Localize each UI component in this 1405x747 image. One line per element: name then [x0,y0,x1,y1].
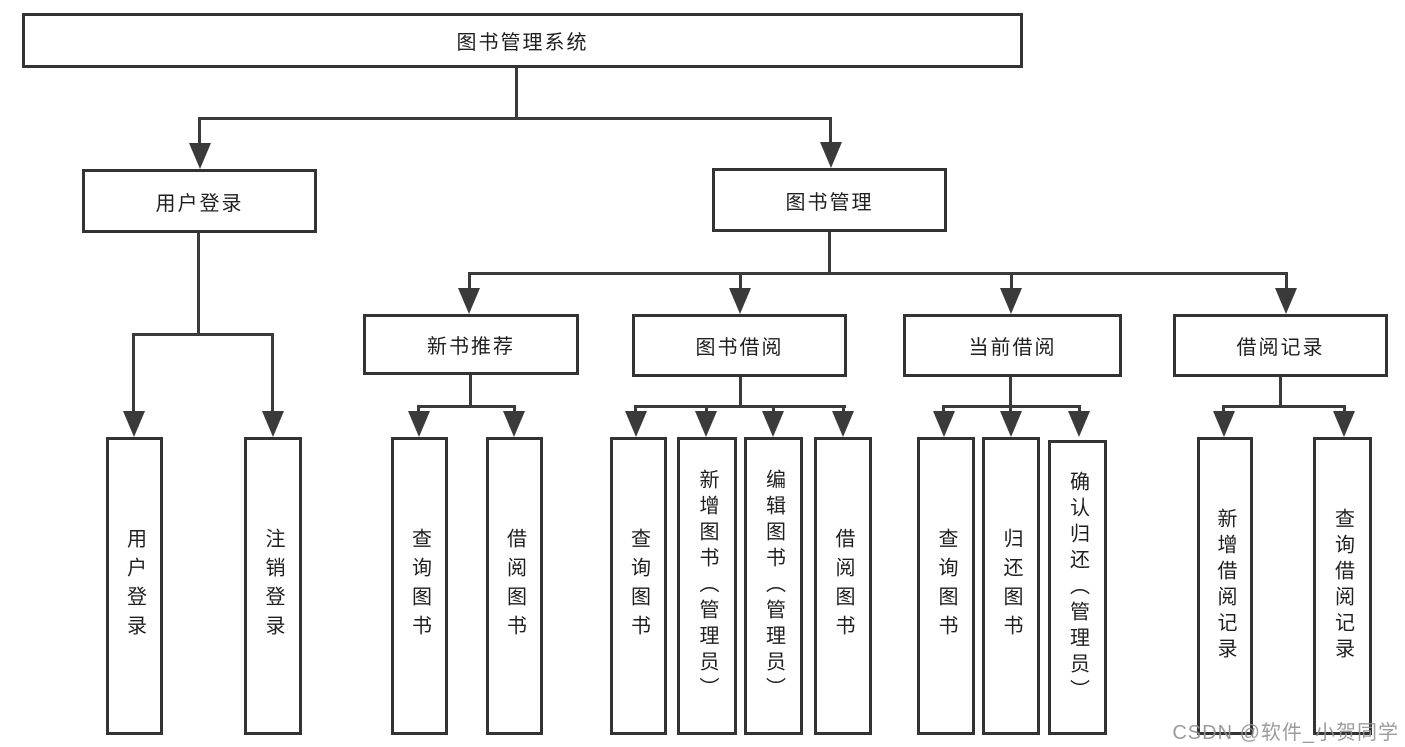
connector-drop-bb-query [634,405,637,415]
arrowhead-login-leaf [123,411,145,437]
node-book-management: 图书管理 [712,168,947,232]
connector-drop-book-borrow [739,272,742,294]
node-logout-action-label: 注销登录 [262,528,284,644]
node-new-book-recommend: 新书推荐 [363,314,579,375]
arrowhead-recommend-borrow [503,411,525,437]
connector-root-stem [515,68,518,118]
arrowhead-bb-borrow [832,411,854,437]
arrowhead-bb-edit [762,411,784,437]
connector-root-rail [198,117,832,120]
arrowhead-cb-return [1000,411,1022,437]
node-current-confirm-return: 确认归还（管理员） [1048,440,1107,735]
node-borrow-query-books: 查询图书 [610,437,667,735]
node-borrow-borrow-books-label: 借阅图书 [832,528,854,644]
node-book-borrow-label: 图书借阅 [695,337,784,359]
arrowhead-br-query [1333,411,1355,437]
node-current-query-books-label: 查询图书 [935,528,957,644]
node-records-query-record-label: 查询借阅记录 [1331,508,1354,664]
node-root-label: 图书管理系统 [456,32,589,54]
connector-book-management-rail [468,272,1288,275]
node-records-add-record-label: 新增借阅记录 [1214,508,1236,664]
node-borrow-edit-books: 编辑图书（管理员） [744,437,803,735]
arrowhead-recommend [458,288,480,314]
connector-drop-recommend-borrow [513,405,516,415]
node-current-borrow: 当前借阅 [903,314,1122,377]
arrowhead-cb-query [933,411,955,437]
node-user-login-action: 用户登录 [106,437,163,735]
connector-drop-book-management [829,117,832,147]
connector-drop-cb-query [942,405,945,415]
node-current-borrow-label: 当前借阅 [968,337,1057,359]
node-user-login: 用户登录 [82,169,317,233]
node-current-return-books-label: 归还图书 [1000,528,1022,644]
arrowhead-logout-leaf [262,411,284,437]
connector-drop-borrow-records [1285,272,1288,294]
connector-drop-user-login [198,117,201,147]
connector-drop-current-borrow [1010,272,1013,294]
node-recommend-query-books: 查询图书 [391,437,448,735]
csdn-watermark: CSDN @软件_小贺同学 [1172,722,1399,744]
node-user-login-label: 用户登录 [155,192,244,215]
node-logout-action: 注销登录 [244,437,302,735]
connector-recommend-stem [469,375,472,408]
arrowhead-cb-confirm [1068,411,1090,437]
node-current-query-books: 查询图书 [917,437,975,735]
connector-book-borrow-stem [739,377,742,408]
node-current-confirm-return-label: 确认归还（管理员） [1066,470,1089,705]
node-borrow-add-books-label: 新增图书（管理员） [696,469,718,703]
connector-drop-recommend [468,272,471,294]
node-book-borrow: 图书借阅 [632,314,847,377]
node-root: 图书管理系统 [22,13,1023,68]
connector-drop-cb-confirm [1078,405,1081,415]
connector-book-management-stem [828,232,831,275]
node-recommend-borrow-books: 借阅图书 [486,437,543,735]
connector-borrow-records-rail [1222,405,1346,408]
connector-drop-br-query [1343,405,1346,415]
node-borrow-add-books: 新增图书（管理员） [677,437,737,735]
connector-borrow-records-stem [1279,377,1282,408]
connector-user-login-stem [197,233,200,336]
node-borrow-borrow-books: 借阅图书 [814,437,872,735]
arrowhead-recommend-query [408,411,430,437]
connector-drop-recommend-query [417,405,420,415]
node-book-management-label: 图书管理 [785,191,874,214]
arrowhead-book-management [820,142,842,168]
node-recommend-query-books-label: 查询图书 [408,528,431,644]
connector-user-login-rail [132,333,274,336]
arrowhead-user-login [189,143,211,169]
connector-drop-bb-add [705,405,708,415]
connector-drop-br-add [1222,405,1225,415]
connector-drop-bb-borrow [842,405,845,415]
connector-recommend-rail [417,405,516,408]
arrowhead-bb-add [695,411,717,437]
arrowhead-bb-query [625,411,647,437]
arrowhead-current-borrow [1000,288,1022,314]
connector-drop-cb-return [1009,405,1012,415]
connector-drop-login-leaf [132,333,135,415]
node-user-login-action-label: 用户登录 [123,528,146,644]
node-borrow-records-label: 借阅记录 [1236,337,1325,359]
node-current-return-books: 归还图书 [982,437,1040,735]
arrowhead-borrow-records [1275,288,1297,314]
node-borrow-records: 借阅记录 [1173,314,1388,377]
connector-drop-logout-leaf [271,333,274,415]
node-records-query-record: 查询借阅记录 [1313,437,1372,735]
node-new-book-recommend-label: 新书推荐 [427,336,515,358]
arrowhead-br-add [1213,411,1235,437]
arrowhead-book-borrow [729,288,751,314]
connector-book-borrow-rail [634,405,846,408]
node-recommend-borrow-books-label: 借阅图书 [503,528,526,644]
node-borrow-query-books-label: 查询图书 [627,528,650,644]
node-records-add-record: 新增借阅记录 [1197,437,1253,735]
node-borrow-edit-books-label: 编辑图书（管理员） [762,469,785,703]
connector-drop-bb-edit [772,405,775,415]
connector-current-borrow-stem [1009,377,1012,408]
